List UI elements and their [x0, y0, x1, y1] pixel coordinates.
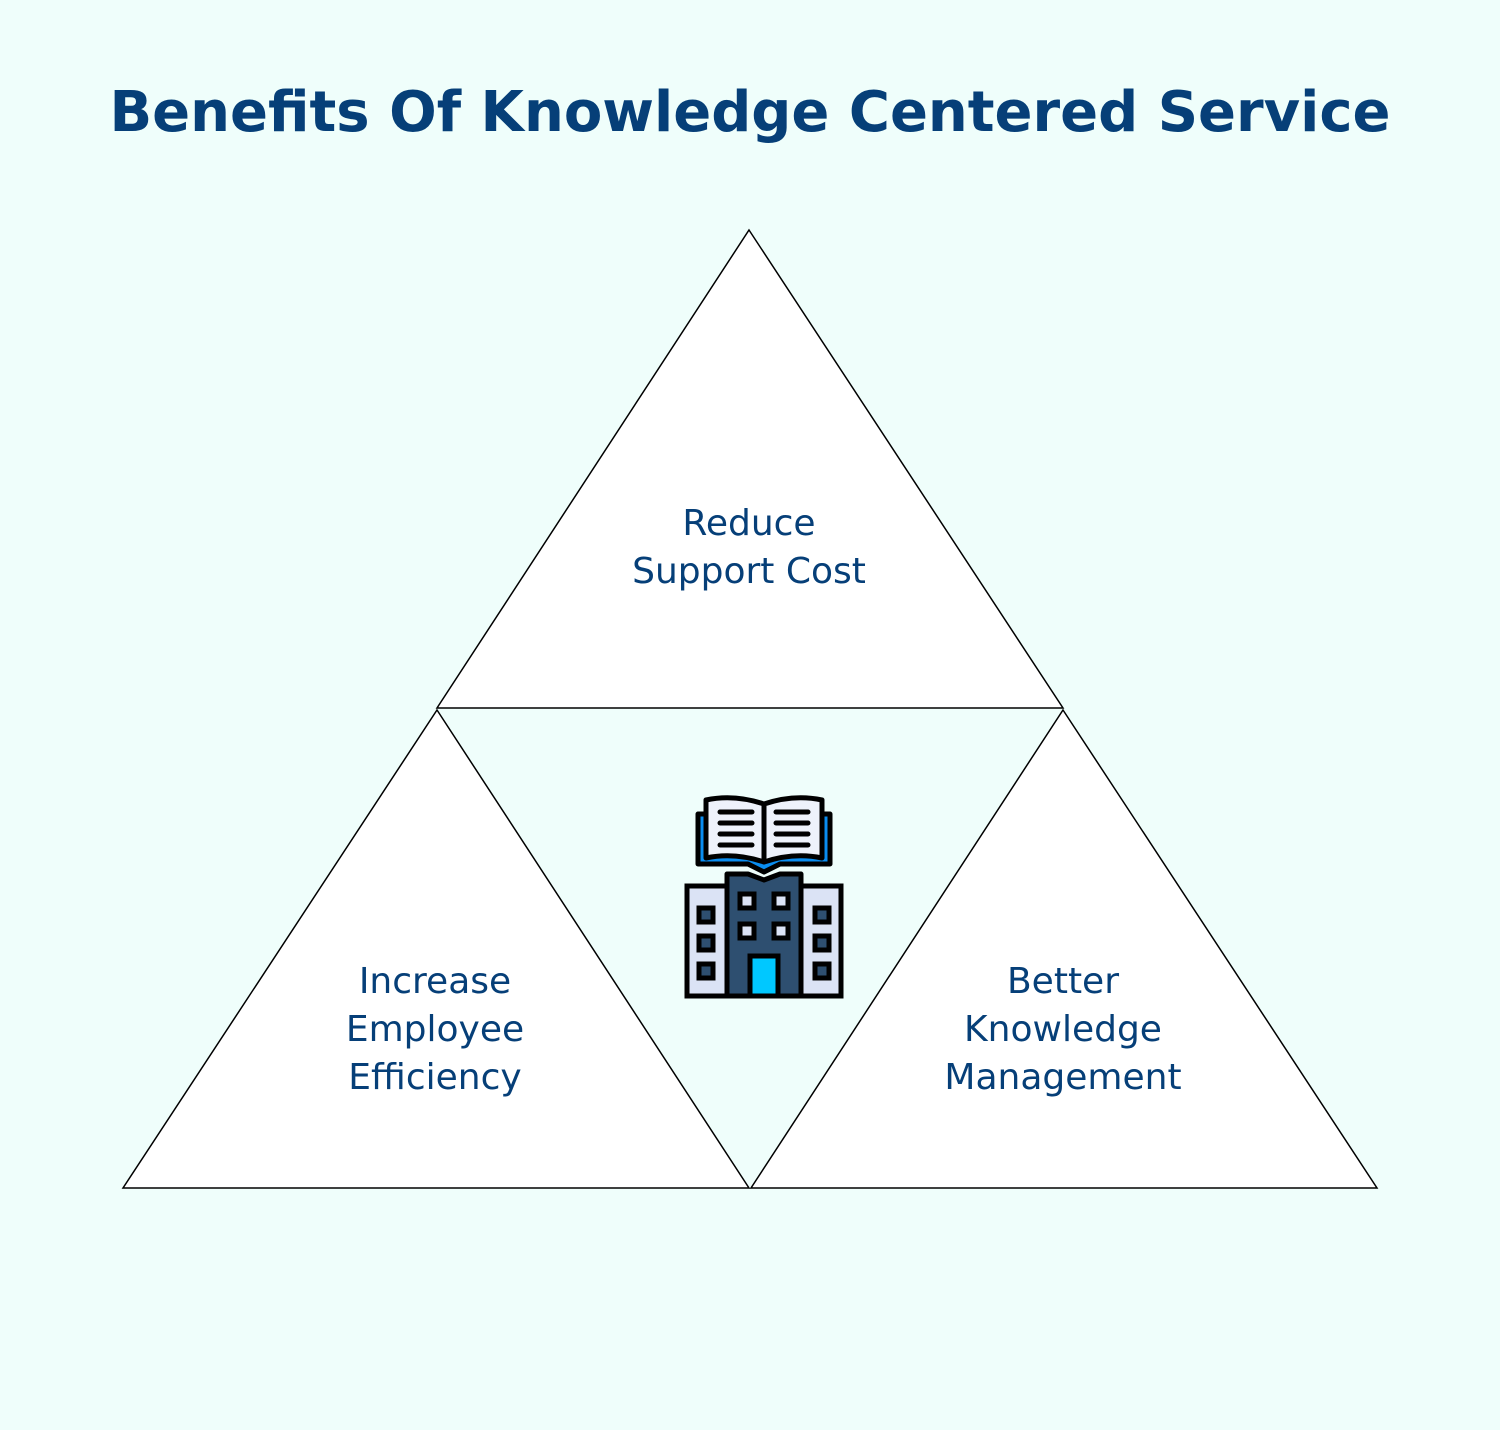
section-left-label: Increase Employee Efficiency — [345, 961, 525, 1098]
section-right-label: Better Knowledge Management — [944, 961, 1182, 1098]
book-building-icon — [684, 795, 844, 999]
page-title: Benefits Of Knowledge Centered Service — [109, 80, 1391, 145]
triangle-right — [749, 708, 1379, 1189]
section-top-label: Reduce Support Cost — [632, 503, 866, 592]
triangle-left — [121, 708, 751, 1189]
triangle-top — [435, 228, 1065, 709]
